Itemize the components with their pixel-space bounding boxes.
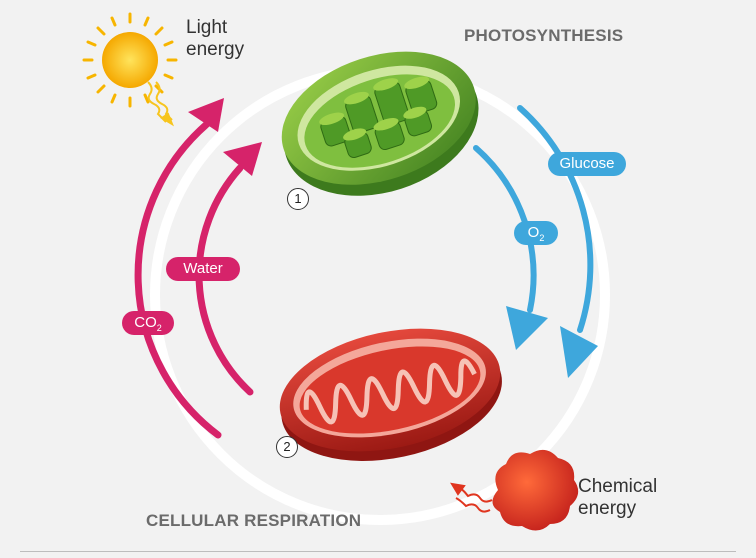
chloroplast-marker: 1	[287, 188, 309, 210]
bottom-divider	[20, 551, 736, 552]
chemical-energy-line2: energy	[578, 498, 637, 519]
light-energy-label: Light energy	[186, 17, 244, 61]
glucose-label: Glucose	[548, 152, 626, 176]
cellular-respiration-title: CELLULAR RESPIRATION	[146, 511, 362, 530]
chemical-energy-arrow	[450, 482, 493, 513]
cristae	[303, 358, 477, 425]
oxygen-label: O2	[514, 221, 558, 245]
oxygen-label-sub: 2	[539, 233, 545, 243]
chemical-energy-blob	[492, 449, 579, 531]
light-energy-arrow	[147, 81, 175, 127]
chloroplast-organelle	[281, 51, 479, 196]
light-energy-line2: energy	[186, 39, 245, 60]
light-energy-line1: Light	[186, 17, 228, 38]
glucose-arrow	[517, 105, 598, 378]
chemical-energy-label: Chemical energy	[578, 476, 657, 520]
co2-label: CO2	[122, 311, 174, 335]
mitochondrion-organelle	[279, 328, 502, 461]
thylakoid-stacks	[319, 76, 438, 159]
water-label: Water	[166, 257, 240, 281]
mitochondrion-marker: 2	[276, 436, 298, 458]
sun-icon	[82, 12, 178, 108]
chemical-energy-line1: Chemical	[578, 476, 658, 497]
co2-label-base: CO	[134, 314, 157, 331]
oxygen-label-base: O	[527, 224, 540, 241]
co2-arrow	[134, 98, 224, 439]
water-arrow	[195, 142, 262, 396]
oxygen-arrow	[473, 145, 548, 350]
photosynthesis-title: PHOTOSYNTHESIS	[464, 26, 624, 45]
co2-label-sub: 2	[156, 323, 162, 333]
